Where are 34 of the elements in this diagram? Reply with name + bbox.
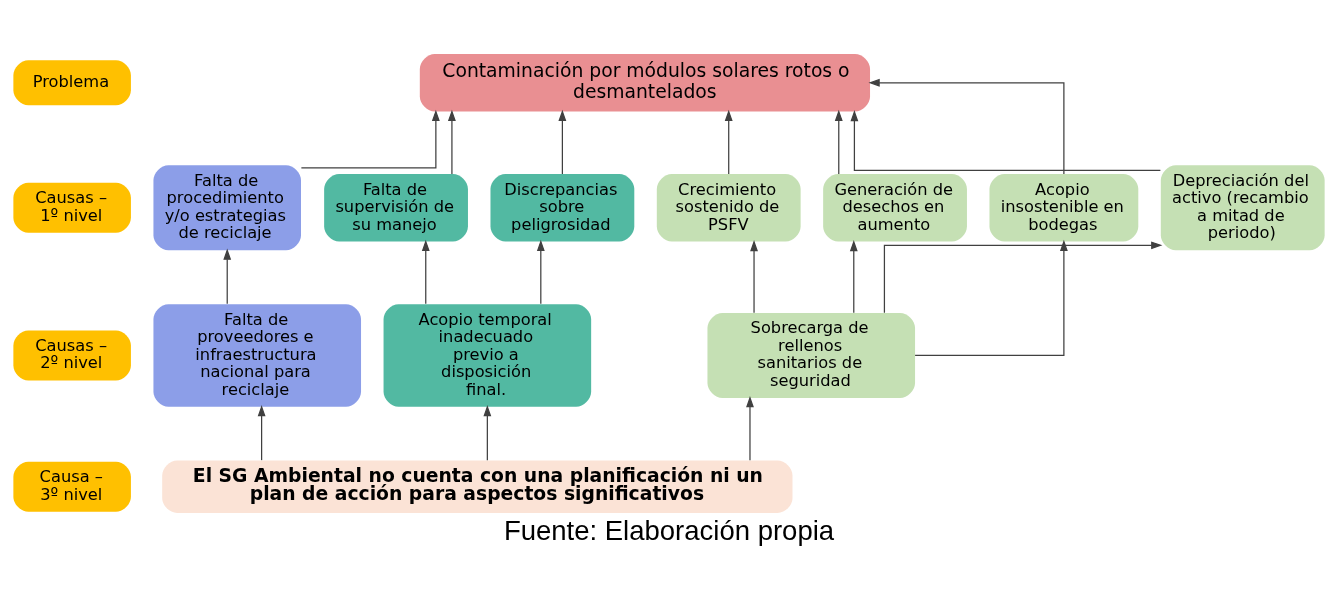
arrow bbox=[483, 405, 492, 461]
arrow bbox=[883, 241, 1163, 314]
node-box: Discrepancias sobre peligrosidad bbox=[490, 174, 635, 242]
arrow bbox=[447, 109, 456, 175]
node-box: Causas – 1º nivel bbox=[13, 182, 131, 233]
node-box: Falta de proveedores e infraestructura nacional para reciclaje bbox=[153, 304, 362, 407]
caption: Fuente: Elaboración propia bbox=[503, 514, 835, 546]
arrow bbox=[914, 239, 1068, 357]
arrow bbox=[300, 109, 440, 169]
node-box: Falta de procedimiento y/o estrategias de reciclaje bbox=[153, 165, 301, 251]
arrow bbox=[421, 239, 430, 305]
arrow bbox=[536, 239, 545, 305]
node-box: Contaminación por módulos solares rotos o desmantelados bbox=[419, 54, 871, 112]
node-box: Acopio temporal inadecuado previo a disposición final. bbox=[383, 304, 592, 407]
arrow bbox=[558, 109, 567, 175]
node-box: Crecimiento sostenido de PSFV bbox=[656, 174, 801, 242]
node-box: Depreciación del activo (recambio a mitad de periodo) bbox=[1160, 165, 1325, 251]
arrow bbox=[750, 240, 758, 314]
arrow bbox=[834, 109, 843, 175]
arrow bbox=[868, 78, 1065, 175]
node-box: Sobrecarga de rellenos sanitarios de seguridad bbox=[707, 312, 916, 398]
arrow bbox=[257, 405, 266, 461]
arrow bbox=[724, 109, 733, 175]
arrow bbox=[223, 248, 232, 305]
node-box: Acopio insostenible en bodegas bbox=[989, 174, 1139, 242]
node-box: Generación de desechos en aumento bbox=[823, 174, 967, 242]
node-box: Causas – 2º nivel bbox=[13, 330, 131, 381]
arrow bbox=[850, 110, 1161, 171]
node-box: Falta de supervisión de su manejo bbox=[324, 174, 468, 242]
node-box: Causa – 3º nivel bbox=[13, 461, 131, 512]
arrow bbox=[746, 396, 754, 461]
node-box: El SG Ambiental no cuenta con una planificación ni un plan de acción para aspectos significativos bbox=[162, 460, 793, 513]
arrow bbox=[849, 240, 858, 314]
node-box: Problema bbox=[13, 60, 131, 106]
